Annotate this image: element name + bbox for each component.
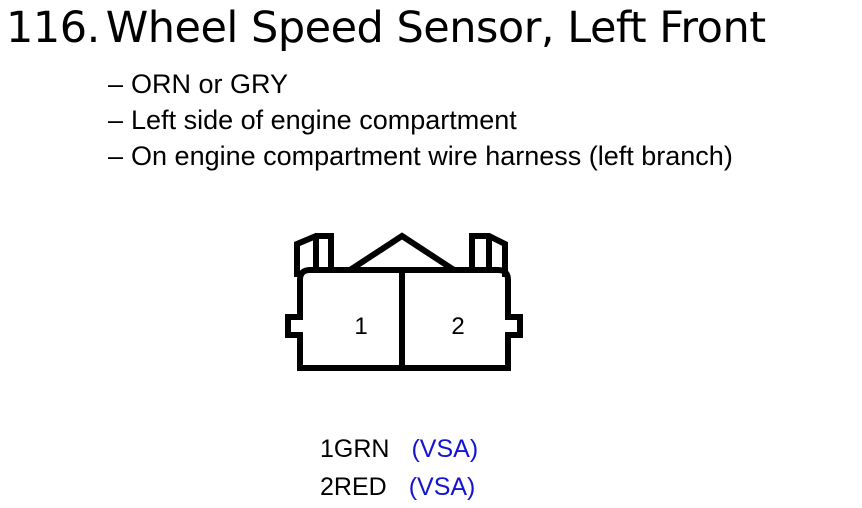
wire-row: 2RED (VSA) — [320, 468, 478, 506]
wire-pin: 2 — [320, 473, 334, 501]
pin-label-1: 1 — [354, 313, 367, 340]
note-item: –On engine compartment wire harness (lef… — [108, 138, 733, 174]
page-title: 116.Wheel Speed Sensor, Left Front — [6, 2, 766, 54]
wire-color: RED — [333, 473, 387, 501]
component-name: Wheel Speed Sensor, Left Front — [105, 3, 766, 53]
connector-body — [285, 267, 523, 371]
note-text: On engine compartment wire harness (left… — [131, 141, 733, 171]
connector-outline — [285, 232, 523, 371]
note-item: –Left side of engine compartment — [108, 102, 733, 138]
component-notes: –ORN or GRY –Left side of engine compart… — [108, 66, 733, 174]
wire-pin: 1 — [320, 435, 334, 463]
wire-system: (VSA) — [411, 435, 479, 463]
wire-list: 1GRN (VSA) 2RED (VSA) — [320, 430, 478, 506]
connector-key — [348, 232, 456, 273]
note-text: ORN or GRY — [131, 69, 289, 99]
component-number: 116. — [6, 3, 100, 53]
note-item: –ORN or GRY — [108, 66, 733, 102]
wire-system: (VSA) — [408, 473, 476, 501]
wire-color: GRN — [333, 435, 390, 463]
note-bullet: – — [108, 141, 124, 171]
wire-row: 1GRN (VSA) — [320, 430, 478, 468]
note-text: Left side of engine compartment — [131, 105, 517, 135]
note-bullet: – — [108, 69, 124, 99]
note-bullet: – — [108, 105, 124, 135]
pin-label-2: 2 — [451, 313, 464, 340]
